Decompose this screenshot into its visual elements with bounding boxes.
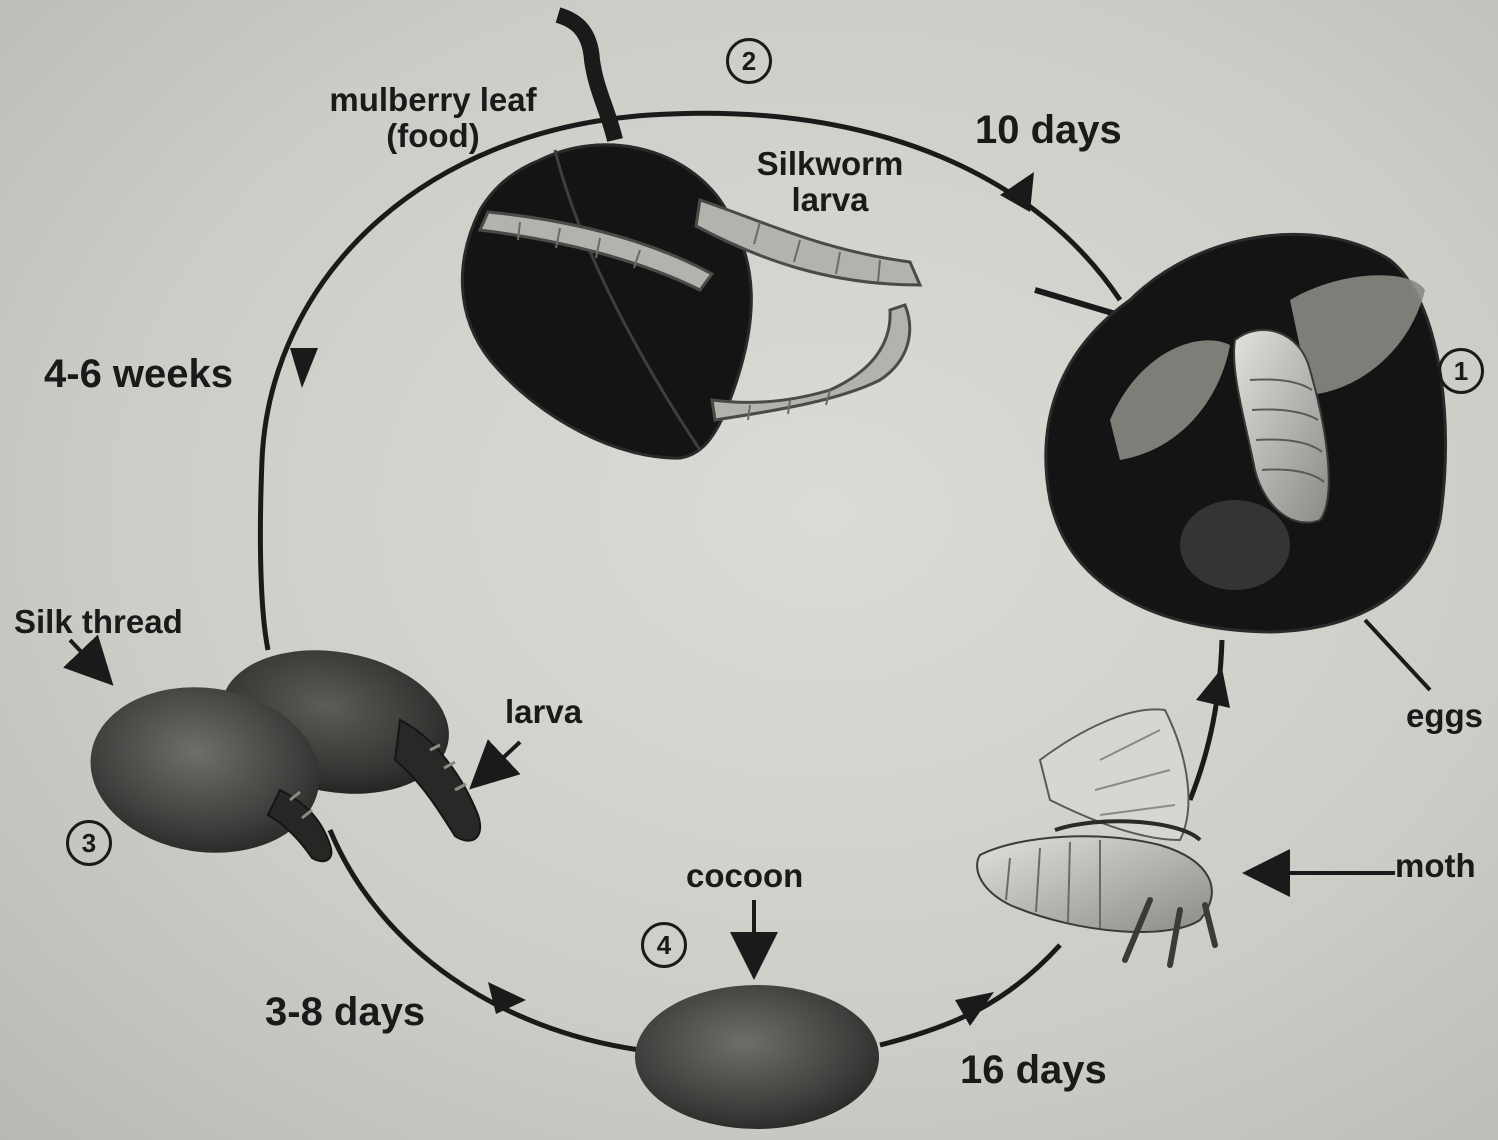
label-mulberry-leaf-line1: mulberry leaf <box>298 82 568 118</box>
label-eggs: eggs <box>1406 698 1483 734</box>
arrow-2-to-3-icon <box>290 348 318 388</box>
leaf-with-eggs-icon <box>1035 234 1446 690</box>
spinning-cocoon-icon <box>80 633 480 867</box>
stage-number-1: 1 <box>1438 348 1484 394</box>
stage-number-3: 3 <box>66 820 112 866</box>
moth-icon <box>977 709 1215 965</box>
duration-10-days: 10 days <box>975 108 1122 152</box>
duration-16-days: 16 days <box>960 1048 1107 1092</box>
duration-4-6-weeks: 4-6 weeks <box>44 352 233 396</box>
label-moth: moth <box>1395 848 1476 884</box>
cocoon-icon <box>635 985 879 1129</box>
label-mulberry-leaf-line2: (food) <box>298 118 568 154</box>
label-mulberry-leaf: mulberry leaf (food) <box>298 82 568 155</box>
stage-number-4: 4 <box>641 922 687 968</box>
arrow-moth-to-eggs-icon <box>1196 668 1230 708</box>
label-silkworm-line2: larva <box>725 182 935 218</box>
label-cocoon: cocoon <box>686 858 803 894</box>
label-silkworm-line1: Silkworm <box>725 146 935 182</box>
arrow-1-to-2-icon <box>1000 172 1034 212</box>
stage-number-2: 2 <box>726 38 772 84</box>
arrow-4-to-moth-icon <box>955 992 994 1026</box>
label-larva: larva <box>505 694 582 730</box>
label-silk-thread: Silk thread <box>14 604 183 640</box>
label-silkworm-larva: Silkworm larva <box>725 146 935 219</box>
duration-3-8-days: 3-8 days <box>265 990 425 1034</box>
